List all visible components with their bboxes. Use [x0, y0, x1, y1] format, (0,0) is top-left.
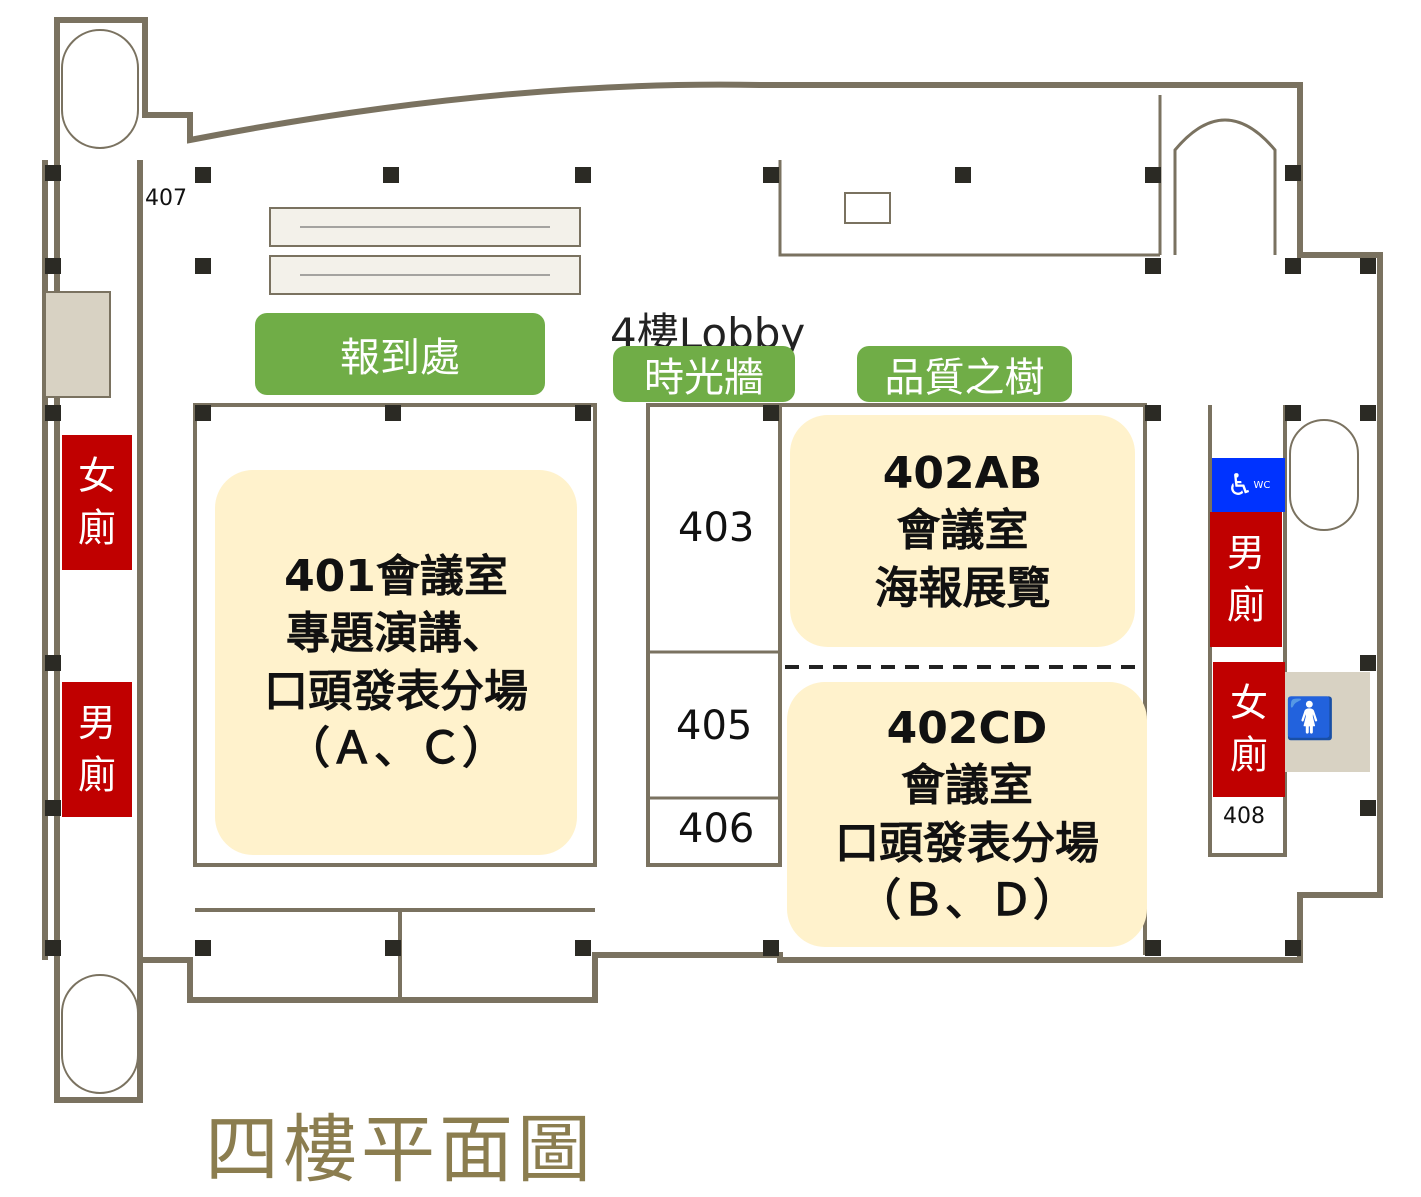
room-401-line: 401會議室	[284, 551, 508, 603]
room-403-label: 403	[678, 505, 755, 551]
page-title: 四樓平面圖	[205, 1107, 595, 1193]
room-402ab[interactable]: 402AB 會議室 海報展覽	[790, 415, 1135, 647]
restroom-char: 男	[77, 701, 116, 746]
room-407-label: 407	[145, 186, 187, 211]
wc-label: WC	[1253, 479, 1271, 491]
quality-tree-label: 品質之樹	[857, 346, 1072, 402]
restroom-char: 女	[1229, 681, 1268, 726]
restroom-char: 廁	[77, 752, 116, 797]
left-female-restroom: 女 廁	[62, 435, 132, 570]
room-401-line: 專題演講、	[286, 608, 506, 660]
room-401[interactable]: 401會議室 專題演講、 口頭發表分場 （Ａ、Ｃ）	[215, 470, 577, 855]
room-402cd-line: 口頭發表分場	[835, 817, 1099, 869]
wheelchair-icon: ♿	[1226, 467, 1254, 503]
restroom-char: 女	[77, 454, 116, 499]
room-402ab-line: 402AB	[882, 448, 1043, 500]
room-402cd[interactable]: 402CD 會議室 口頭發表分場 （Ｂ、Ｄ）	[787, 682, 1147, 947]
restroom-char: 廁	[1229, 732, 1268, 777]
right-female-restroom: 女 廁	[1213, 662, 1285, 797]
time-wall-label: 時光牆	[613, 346, 795, 402]
right-male-restroom: 男 廁	[1210, 512, 1282, 647]
room-402ab-line: 海報展覽	[874, 562, 1051, 614]
female-figure-icon: 🚺	[1285, 696, 1335, 742]
room-406-label: 406	[678, 806, 755, 852]
room-402ab-line: 會議室	[896, 505, 1029, 557]
room-402cd-line: 會議室	[901, 760, 1033, 812]
restroom-char: 廁	[1226, 582, 1265, 627]
room-401-line: （Ａ、Ｃ）	[286, 722, 506, 774]
restroom-char: 廁	[77, 505, 116, 550]
room-405-label: 405	[676, 703, 753, 749]
restroom-char: 男	[1226, 531, 1265, 576]
room-408-label: 408	[1223, 804, 1265, 829]
accessible-restroom: ♿WC	[1212, 458, 1285, 512]
room-402cd-line: 402CD	[886, 703, 1048, 755]
registration-desk-label: 報到處	[255, 313, 545, 395]
room-402cd-line: （Ｂ、Ｄ）	[857, 874, 1077, 926]
left-male-restroom: 男 廁	[62, 682, 132, 817]
room-401-line: 口頭發表分場	[264, 665, 528, 717]
